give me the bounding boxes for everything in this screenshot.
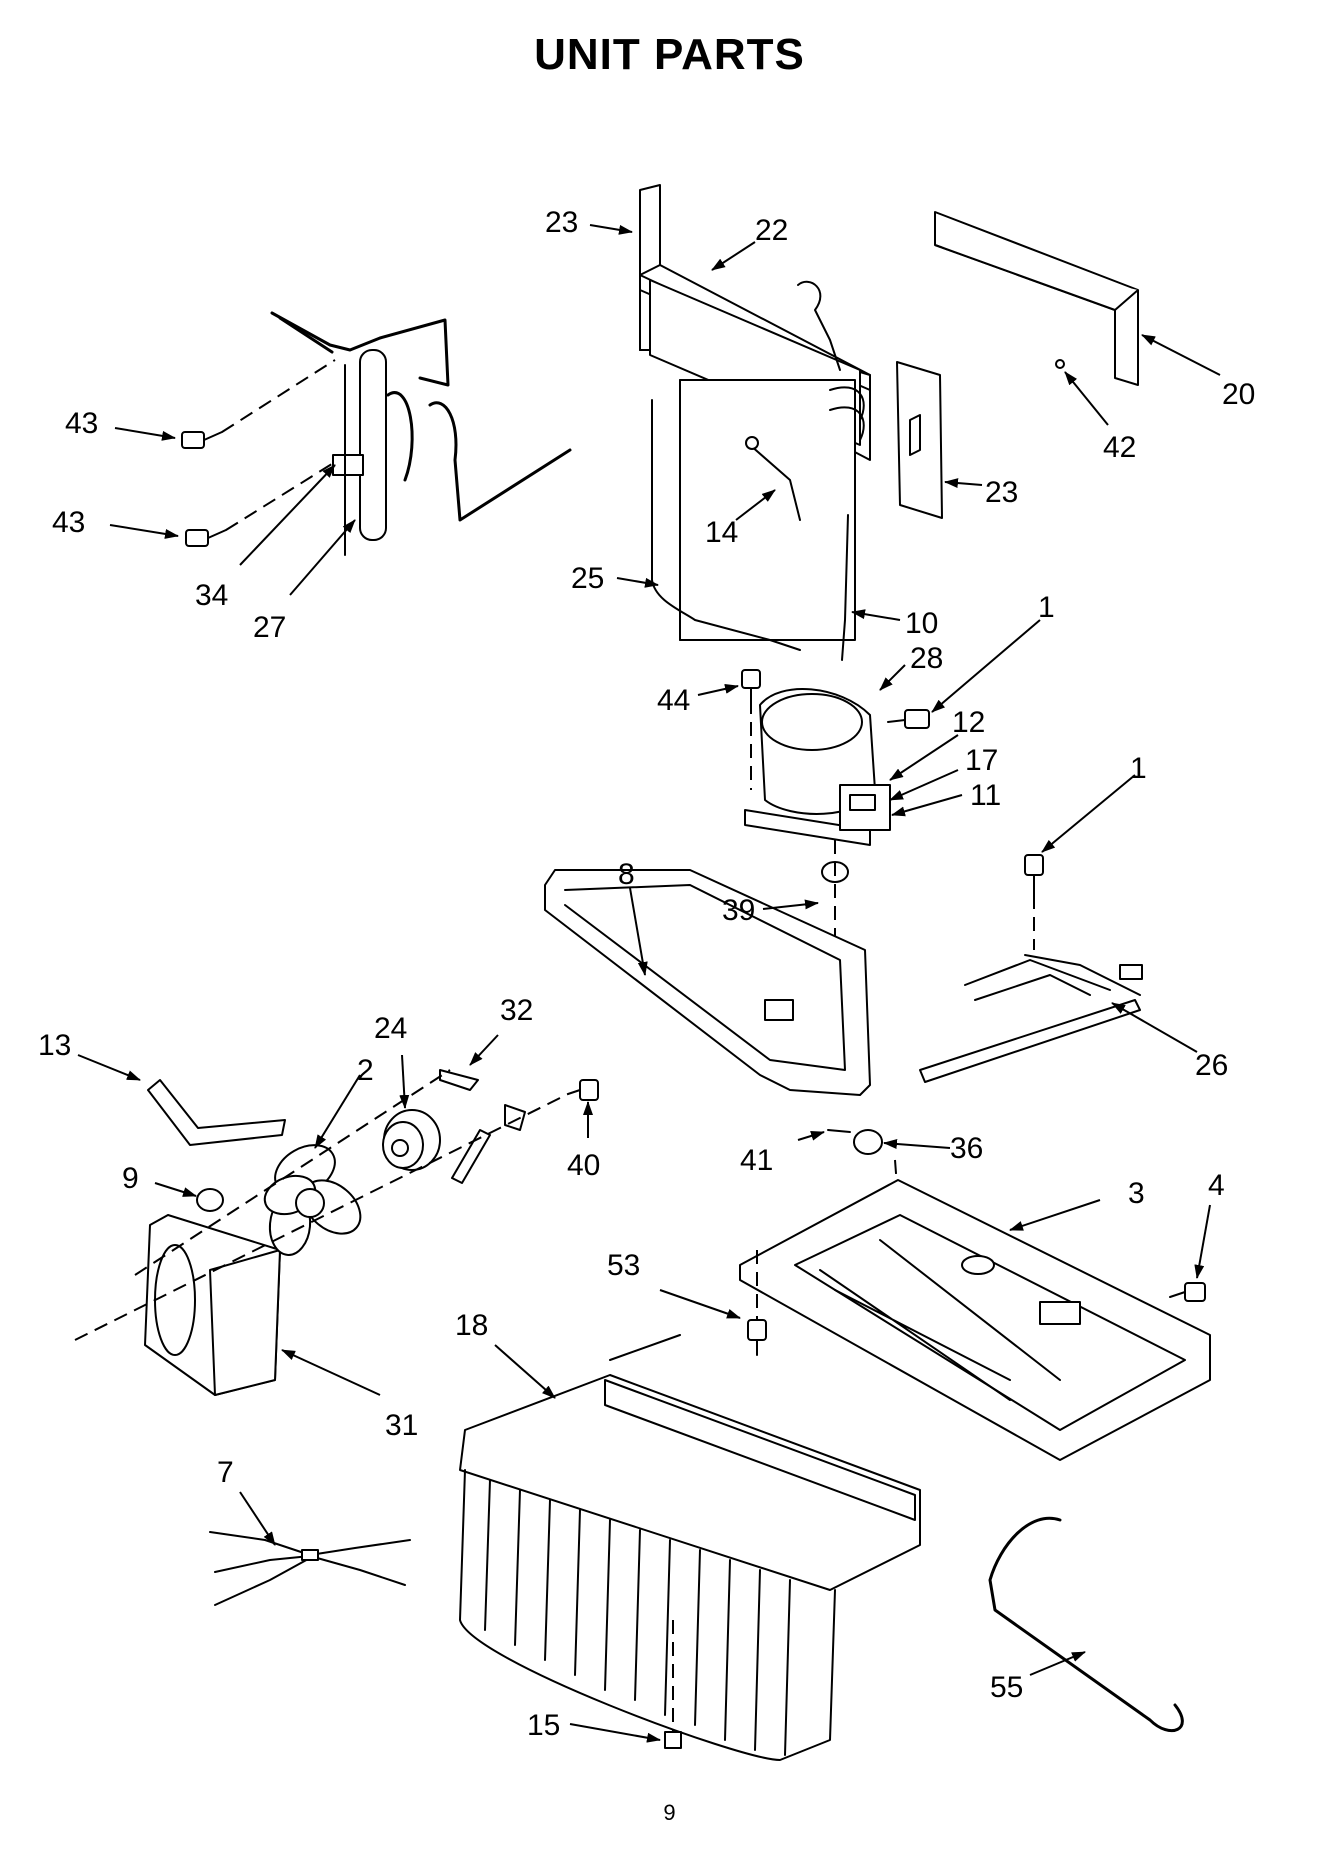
dashed-line-43b	[225, 461, 336, 531]
page-number: 9	[663, 1800, 676, 1825]
motor-bracket-32	[439, 1069, 526, 1184]
fan-axis-line	[74, 1093, 569, 1341]
callout-28: 28	[910, 642, 943, 675]
condenser-assembly	[639, 184, 871, 641]
callout-55: 55	[990, 1671, 1023, 1704]
callout-43a: 43	[65, 407, 98, 440]
callout-23-right: 23	[985, 476, 1018, 509]
callout-leaders	[77, 224, 1221, 1743]
callout-1-top: 1	[1038, 591, 1055, 624]
callout-2: 2	[357, 1054, 374, 1087]
callout-18: 18	[455, 1309, 488, 1342]
page-title: UNIT PARTS	[534, 30, 805, 79]
grommet-36	[853, 1129, 883, 1155]
callout-9: 9	[122, 1162, 139, 1195]
callout-39: 39	[722, 894, 755, 927]
callout-31: 31	[385, 1409, 418, 1442]
callout-12: 12	[952, 706, 985, 739]
relay-overload-11-17	[839, 784, 891, 831]
bolt-44	[741, 669, 761, 701]
base-plate-3	[739, 1179, 1211, 1461]
callout-11: 11	[970, 779, 1001, 812]
gasket-13	[147, 1079, 286, 1146]
drain-pan-8	[544, 869, 871, 1096]
callout-32: 32	[500, 994, 533, 1027]
clip-15	[664, 1731, 682, 1749]
screw-4	[1169, 1282, 1206, 1302]
callout-22: 22	[755, 214, 788, 247]
callout-4: 4	[1208, 1169, 1225, 1202]
callout-25: 25	[571, 562, 604, 595]
wire-harness-7	[209, 1531, 411, 1606]
fan-motor-24	[382, 1109, 441, 1171]
screw-43b	[185, 529, 227, 547]
filter-drier	[359, 349, 387, 541]
callout-44: 44	[657, 684, 690, 717]
wire-harness-26	[919, 954, 1143, 1083]
callout-17: 17	[965, 744, 998, 777]
fan-shroud-31	[144, 1214, 281, 1396]
compressor-28	[744, 688, 891, 846]
callout-10: 10	[905, 607, 938, 640]
screw-53	[747, 1319, 767, 1356]
callout-24: 24	[374, 1012, 407, 1045]
evaporator-18	[459, 1334, 921, 1761]
callout-34: 34	[195, 579, 228, 612]
fan-blade-2	[263, 1144, 362, 1256]
callout-42: 42	[1103, 431, 1136, 464]
callout-13: 13	[38, 1029, 71, 1062]
callout-40: 40	[567, 1149, 600, 1182]
callout-15: 15	[527, 1709, 560, 1742]
screw-43a	[181, 431, 223, 449]
callout-8: 8	[618, 858, 635, 891]
screw-42	[1055, 359, 1065, 369]
probe-14	[749, 444, 801, 521]
callout-labels: 43 43 34 27 23 22 20 42 23 14 25 10 1 28…	[38, 206, 1255, 1742]
callout-14: 14	[705, 516, 738, 549]
bolt-1-harness	[1024, 854, 1044, 896]
callout-53: 53	[607, 1249, 640, 1282]
drier-tubing-assembly	[270, 311, 572, 556]
screw-40	[567, 1079, 599, 1101]
screw-41	[827, 1129, 851, 1133]
callout-41: 41	[740, 1144, 773, 1177]
grommet-9	[196, 1188, 224, 1212]
bolt-1-compressor	[887, 709, 930, 729]
callout-7: 7	[217, 1456, 234, 1489]
tube-10	[841, 514, 849, 661]
drier-clip	[332, 454, 364, 476]
callout-3: 3	[1128, 1177, 1145, 1210]
dashed-line-43a	[221, 359, 336, 433]
callout-23-top: 23	[545, 206, 578, 239]
callout-1-right: 1	[1130, 752, 1147, 785]
callout-26: 26	[1195, 1049, 1228, 1082]
callout-36: 36	[950, 1132, 983, 1165]
callout-27: 27	[253, 611, 286, 644]
callout-20: 20	[1222, 378, 1255, 411]
callout-43b: 43	[52, 506, 85, 539]
tube-55	[988, 1516, 1184, 1733]
